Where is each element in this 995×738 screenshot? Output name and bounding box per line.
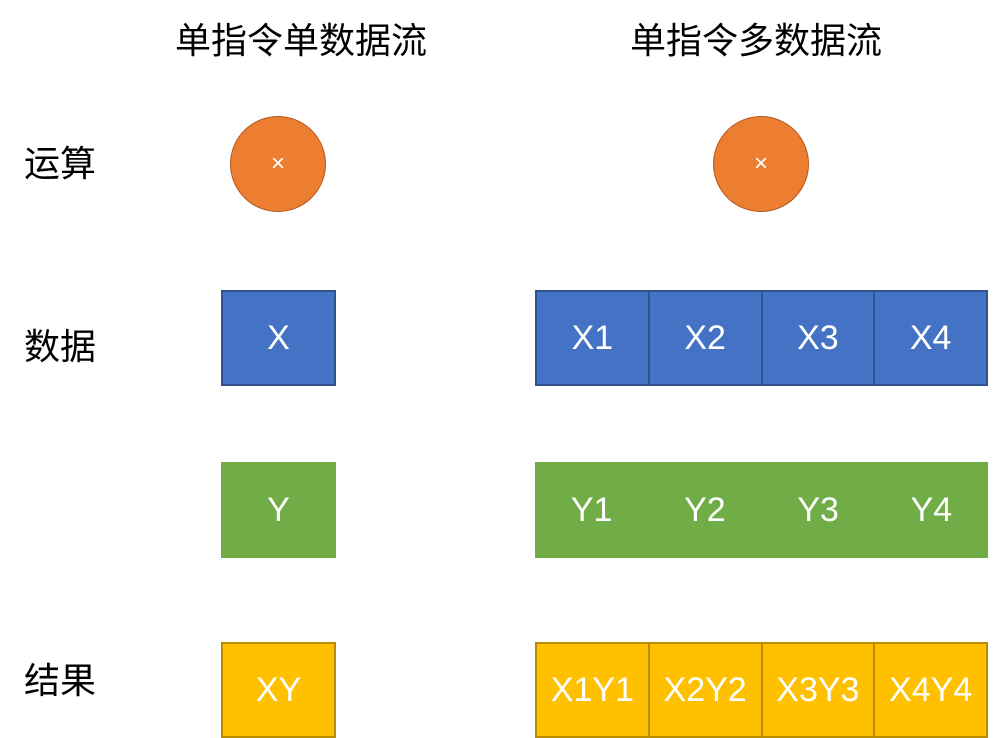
simd-result-cell: X1Y1 bbox=[550, 670, 634, 709]
simd-x-data-vector: X1 X2 X3 X4 bbox=[535, 290, 988, 386]
simd-result-cell: X2Y2 bbox=[647, 644, 761, 736]
simd-result-vector: X1Y1 X2Y2 X3Y3 X4Y4 bbox=[535, 642, 988, 738]
sisd-y-data-box: Y bbox=[221, 462, 336, 558]
sisd-title: 单指令单数据流 bbox=[175, 21, 428, 62]
simd-y-cell: Y3 bbox=[797, 490, 839, 529]
simd-result-cell: X3Y3 bbox=[760, 644, 874, 736]
row-label-operation: 运算 bbox=[24, 144, 97, 185]
simd-title: 单指令多数据流 bbox=[630, 21, 883, 62]
sisd-multiply-operator: × bbox=[230, 116, 326, 212]
simd-x-cell: X1 bbox=[571, 318, 614, 357]
simd-y-cell: Y1 bbox=[570, 490, 613, 529]
row-label-result: 结果 bbox=[24, 661, 97, 702]
multiply-icon: × bbox=[753, 150, 768, 177]
simd-y-cell: Y2 bbox=[684, 490, 726, 529]
simd-y-data-vector: Y1 Y2 Y3 Y4 bbox=[535, 462, 988, 558]
simd-x-cell: X4 bbox=[873, 292, 986, 384]
simd-x-cell: X3 bbox=[760, 292, 874, 384]
multiply-icon: × bbox=[270, 150, 285, 177]
simd-result-cell: X4Y4 bbox=[873, 644, 986, 736]
sisd-x-data-box: X bbox=[221, 290, 336, 386]
simd-multiply-operator: × bbox=[713, 116, 809, 212]
simd-x-cell: X2 bbox=[647, 292, 761, 384]
sisd-result-box: XY bbox=[221, 642, 336, 738]
simd-y-cell: Y4 bbox=[910, 490, 953, 529]
row-label-data: 数据 bbox=[24, 327, 97, 368]
